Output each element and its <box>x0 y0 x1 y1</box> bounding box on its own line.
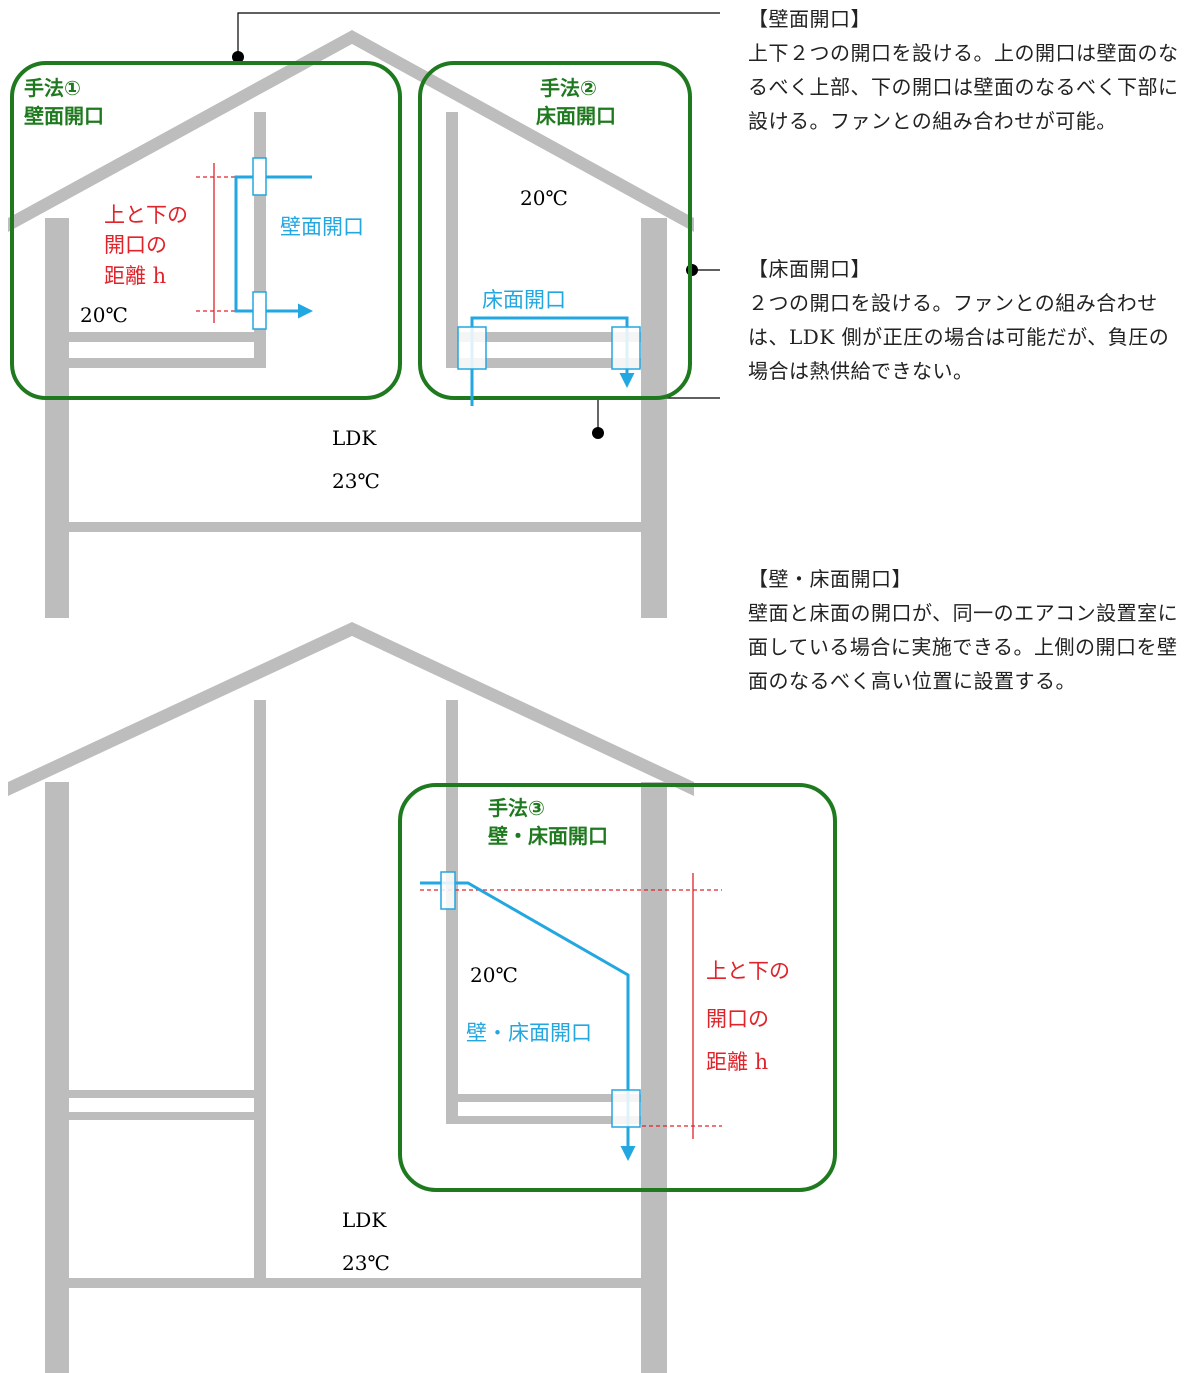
opening-upper <box>252 157 267 196</box>
distance-marker-3 <box>420 873 722 1139</box>
room-temp-1: 20℃ <box>80 303 128 327</box>
distance-label-1-line3: 距離 h <box>104 264 166 288</box>
leader-dot-3 <box>592 427 604 439</box>
method1-title: 手法① <box>24 76 81 100</box>
method2-title: 手法② <box>540 76 597 100</box>
distance-marker-1 <box>196 163 260 323</box>
note-wall-opening: 【壁面開口】 上下２つの開口を設ける。上の開口は壁面のなるべく上部、下の開口は壁… <box>748 2 1188 138</box>
ldk-label-top: LDK <box>332 426 377 450</box>
note-floor-opening-body: ２つの開口を設ける。ファンとの組み合わせは、LDK 側が正圧の場合は可能だが、負… <box>748 291 1170 383</box>
method2-subtitle: 床面開口 <box>536 104 616 128</box>
room-temp-2: 20℃ <box>520 186 568 210</box>
method1-subtitle: 壁面開口 <box>24 104 104 128</box>
floor-opening-left <box>457 326 487 370</box>
method1-frame <box>10 61 402 400</box>
note-floor-opening: 【床面開口】 ２つの開口を設ける。ファンとの組み合わせは、LDK 側が正圧の場合… <box>748 252 1188 388</box>
floor-opening-right <box>611 326 641 370</box>
opening-lower <box>252 291 267 330</box>
note-wall-floor-opening-body: 壁面と床面の開口が、同一のエアコン設置室に面している場合に実施できる。上側の開口… <box>748 601 1179 693</box>
house-top <box>8 30 694 618</box>
note-wall-floor-opening-heading: 【壁・床面開口】 <box>748 567 912 591</box>
wall-floor-opening-lower <box>611 1089 641 1128</box>
ldk-temp-bottom: 23℃ <box>342 1251 390 1275</box>
method2-frame <box>418 61 692 400</box>
house-bottom <box>8 622 694 1373</box>
floor-opening-flow <box>457 316 641 406</box>
note-wall-opening-heading: 【壁面開口】 <box>748 7 871 31</box>
wall-opening-flow <box>234 157 313 330</box>
room-temp-3: 20℃ <box>470 963 518 987</box>
ldk-temp-top: 23℃ <box>332 469 380 493</box>
distance-label-1-line2: 開口の <box>104 233 167 257</box>
leader-dot-1 <box>232 51 244 63</box>
distance-label-3-line3: 距離 h <box>706 1050 768 1074</box>
wall-floor-opening-upper <box>440 871 456 910</box>
method3-frame <box>398 783 837 1192</box>
note-wall-opening-body: 上下２つの開口を設ける。上の開口は壁面のなるべく上部、下の開口は壁面のなるべく下… <box>748 41 1179 133</box>
wall-floor-opening-flow <box>420 871 641 1161</box>
floor-opening-label: 床面開口 <box>482 288 566 312</box>
note-wall-floor-opening: 【壁・床面開口】 壁面と床面の開口が、同一のエアコン設置室に面している場合に実施… <box>748 562 1188 698</box>
ldk-label-bottom: LDK <box>342 1208 387 1232</box>
wall-opening-label: 壁面開口 <box>280 215 364 239</box>
distance-label-3-line2: 開口の <box>706 1007 769 1031</box>
distance-label-3-line1: 上と下の <box>706 959 790 983</box>
note-floor-opening-heading: 【床面開口】 <box>748 257 871 281</box>
method3-subtitle: 壁・床面開口 <box>488 824 608 848</box>
method3-title: 手法③ <box>488 796 545 820</box>
wall-floor-opening-label: 壁・床面開口 <box>466 1021 592 1045</box>
distance-label-1-line1: 上と下の <box>104 203 188 227</box>
